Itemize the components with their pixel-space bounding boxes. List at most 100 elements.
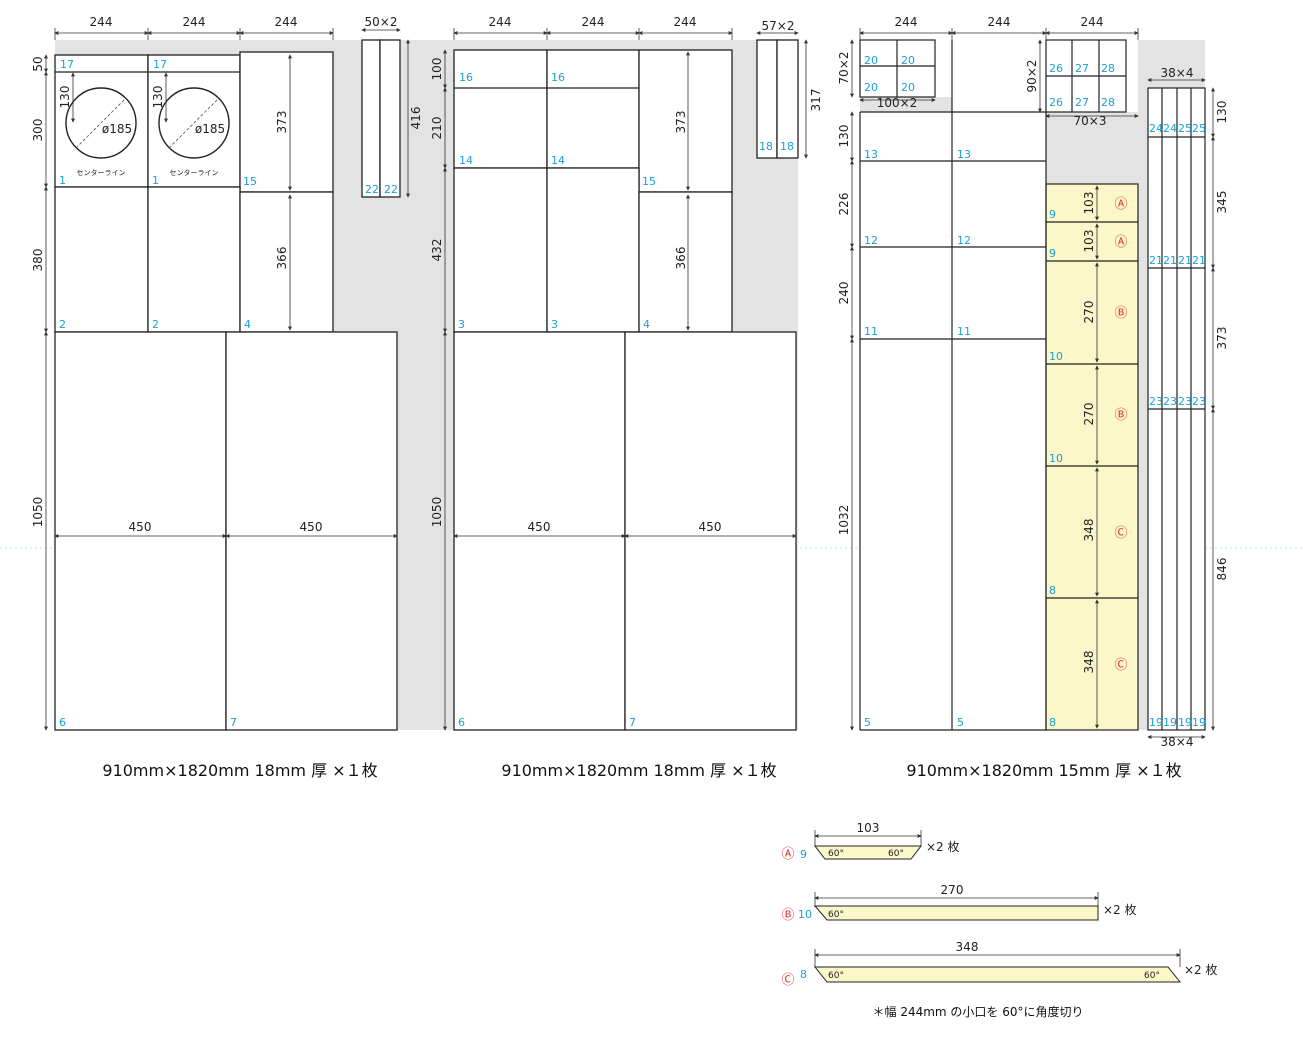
- dim-inner: 416: [409, 107, 423, 130]
- part-id: 16: [551, 71, 565, 84]
- dim-inner: 103: [1082, 230, 1096, 253]
- dim-inner: 270: [1082, 301, 1096, 324]
- dim-inner: 270: [1082, 403, 1096, 426]
- strip-id: 21: [1178, 254, 1192, 267]
- dim-inner: 366: [674, 247, 688, 270]
- strip-id: 19: [1149, 716, 1163, 729]
- mark-b: Ⓑ: [1114, 408, 1127, 423]
- part-id: 6: [458, 716, 465, 729]
- s2-strip-18b: [776, 39, 799, 159]
- detail-qty: ×2 枚: [926, 839, 960, 854]
- s2-panel-4: [638, 191, 733, 333]
- strip-id: 23: [1149, 395, 1163, 408]
- part-id: 20: [901, 54, 915, 67]
- detail-angle: 60°: [828, 849, 844, 859]
- part-id: 7: [629, 716, 636, 729]
- part-id: 17: [60, 58, 74, 71]
- s1-panel-4: [239, 191, 334, 333]
- sheet-caption: 910mm×1820mm 18mm 厚 ×１枚: [501, 761, 776, 780]
- dim-top: 50×2: [365, 15, 398, 29]
- dim-inner: 450: [528, 520, 551, 534]
- part-id: 20: [901, 81, 915, 94]
- strip-id: 19: [1192, 716, 1206, 729]
- diameter-label: ø185: [102, 122, 132, 136]
- detail-qty: ×2 枚: [1103, 902, 1137, 917]
- part-id: 18: [759, 140, 773, 153]
- s2-panel-16-14b: [546, 49, 640, 169]
- s3-main-white: [860, 112, 1046, 730]
- part-id: 3: [551, 318, 558, 331]
- part-id: 11: [864, 325, 878, 338]
- center-line-label: センターライン: [170, 168, 219, 177]
- detail-id: 10: [798, 908, 812, 921]
- part-id: 12: [957, 234, 971, 247]
- dim-inner: 317: [809, 89, 823, 112]
- detail-length: 348: [956, 940, 979, 954]
- s2-panel-7: [624, 331, 797, 731]
- dim-inner: 450: [129, 520, 152, 534]
- part-id: 5: [957, 716, 964, 729]
- part-id: 18: [780, 140, 794, 153]
- part-id: 13: [957, 148, 971, 161]
- dim-left: 100: [430, 58, 444, 81]
- dim-top: 244: [90, 15, 113, 29]
- detail-angle: 60°: [828, 971, 844, 981]
- detail-angle: 60°: [828, 910, 844, 920]
- strip-id: 23: [1163, 395, 1177, 408]
- strip-id: 23: [1192, 395, 1206, 408]
- dim-top: 38×4: [1161, 66, 1194, 80]
- part-id: 20: [864, 54, 878, 67]
- part-id: 12: [864, 234, 878, 247]
- detail-angle: 60°: [1144, 971, 1160, 981]
- part-id: 22: [384, 183, 398, 196]
- part-id: 27: [1075, 96, 1089, 109]
- dim-right: 130: [1215, 101, 1229, 124]
- dim-left: 50: [31, 56, 45, 71]
- detail-id: 8: [800, 968, 807, 981]
- dim-left: 380: [31, 249, 45, 272]
- mark-c: Ⓒ: [1114, 526, 1127, 541]
- s1-panel-15: [239, 51, 334, 193]
- dim-left: 70×2: [837, 52, 851, 85]
- part-id: 3: [458, 318, 465, 331]
- s1-strip-22b: [379, 39, 401, 198]
- cut-note: ＊幅 244mm の小口を 60°に角度切り: [873, 1004, 1084, 1019]
- dim-inner: 366: [275, 247, 289, 270]
- dim-inner: 348: [1082, 651, 1096, 674]
- part-id: 9: [1049, 208, 1056, 221]
- strip-id: 21: [1192, 254, 1206, 267]
- s2-panel-3b: [546, 167, 640, 333]
- s2-panel-15: [638, 49, 733, 193]
- mark-c: Ⓒ: [1114, 658, 1127, 673]
- dim-left: 432: [430, 239, 444, 262]
- dim-130: 130: [151, 86, 165, 109]
- strip-id: 21: [1163, 254, 1177, 267]
- s1-panel-17-1: [54, 54, 149, 188]
- dim-right: 846: [1215, 558, 1229, 581]
- detail-b: Ⓑ 10 270 60° ×2 枚: [781, 883, 1136, 923]
- part-id: 26: [1049, 62, 1063, 75]
- part-id: 2: [59, 318, 66, 331]
- dim-inner: 103: [1082, 192, 1096, 215]
- part-id: 10: [1049, 452, 1063, 465]
- dim-inner: 70×3: [1074, 114, 1107, 128]
- part-id: 17: [153, 58, 167, 71]
- dim-top: 244: [489, 15, 512, 29]
- detail-piece: [813, 845, 923, 860]
- s1-panel-17-1b: [147, 54, 241, 188]
- detail-piece: [813, 905, 1099, 921]
- strip-id: 24: [1149, 122, 1163, 135]
- dim-inner: 348: [1082, 519, 1096, 542]
- strip-id: 19: [1163, 716, 1177, 729]
- part-id: 6: [59, 716, 66, 729]
- part-id: 15: [642, 175, 656, 188]
- s2-panel-6: [453, 331, 626, 731]
- part-id: 9: [1049, 247, 1056, 260]
- sheet-3: 244 244 244 38×4 100×2 70×3 38×4 70×2 13…: [837, 15, 1229, 780]
- sheet-caption: 910mm×1820mm 15mm 厚 ×１枚: [906, 761, 1181, 780]
- part-id: 8: [1049, 716, 1056, 729]
- s3-waste-mid: [1046, 112, 1138, 184]
- sheet-2: 244 244 244 57×2 100 210 432 1050 373 36…: [430, 15, 823, 780]
- dim-130: 130: [58, 86, 72, 109]
